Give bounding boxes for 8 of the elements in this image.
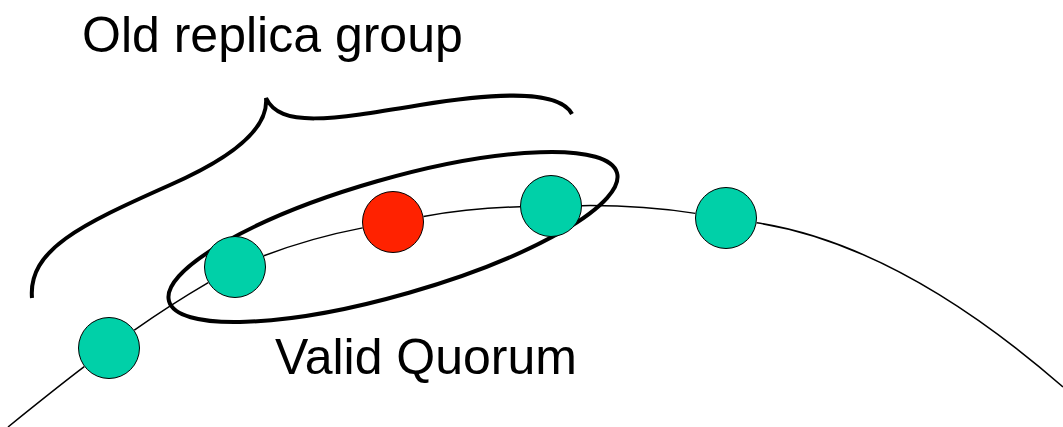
connector-line (581, 204, 697, 215)
connector-line (133, 281, 209, 331)
group-label: Old replica group (82, 10, 463, 60)
connector-line (422, 206, 521, 218)
connector-line (7, 365, 85, 427)
quorum-label: Valid Quorum (275, 332, 577, 382)
connector-line (263, 227, 364, 257)
connector-line (755, 222, 1063, 388)
